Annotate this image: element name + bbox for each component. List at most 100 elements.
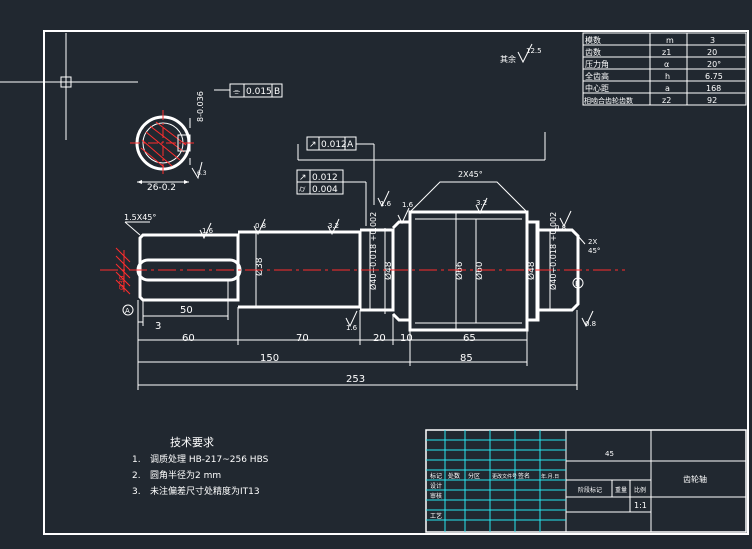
param-symbol: m — [666, 36, 674, 45]
datum-b-label: B — [575, 280, 580, 288]
roughness-value: 0.8 — [585, 320, 596, 328]
title-small-label: 重量 — [615, 486, 627, 494]
param-value: 168 — [706, 84, 721, 93]
runout-tolerance-frame-top: ↗ 0.012 A — [297, 132, 546, 205]
dim-d48-right: Ø48 — [526, 261, 537, 280]
dim-85: 85 — [460, 353, 473, 364]
roughness-value: 12.5 — [526, 47, 542, 55]
tech-item-text: 圆角半径为2 mm — [150, 469, 221, 481]
dim-d40-left: Ø40+0.018 +0.002 — [368, 212, 378, 290]
title-block: 标记 处数 分区 更改文件号 签名 年.月.日 设计 审核 工艺 45 齿轮轴 … — [425, 429, 747, 533]
roughness-value: 1.6 — [402, 201, 414, 209]
dim-d60: Ø60 — [474, 261, 485, 280]
param-value: 92 — [707, 96, 717, 105]
title-left-label: 工艺 — [430, 512, 442, 520]
dim-3: 3 — [155, 321, 161, 332]
roughness-label: 其余 — [500, 54, 516, 64]
symmetry-tolerance-frame: ⌯ 0.015 B — [214, 83, 283, 98]
diameter-dimensions: Ø38 Ø40+0.018 +0.002 Ø48 Ø66 Ø60 Ø48 Ø40… — [254, 212, 558, 330]
dim-d66: Ø66 — [454, 261, 465, 280]
tolerance-value: 0.012 — [312, 173, 338, 183]
dim-d40-right: Ø40+0.018 +0.002 — [548, 212, 558, 290]
title-row-label: 分区 — [468, 472, 480, 480]
roughness-value: 1.6 — [346, 324, 358, 332]
dim-20: 20 — [373, 333, 386, 344]
param-symbol: h — [665, 72, 670, 81]
title-small-label: 比例 — [634, 486, 646, 494]
technical-requirements: 技术要求 1. 调质处理 HB-217~256 HBS 2. 圆角半径为2 mm… — [132, 436, 269, 497]
tech-item-number: 3. — [132, 487, 141, 497]
tech-item-number: 2. — [132, 471, 141, 481]
param-symbol: α — [664, 60, 669, 69]
roughness-remaining: 其余 12.5 — [500, 43, 542, 64]
tolerance-value: 0.012 — [321, 140, 347, 150]
left-end-hatch — [115, 247, 131, 295]
title-left-label: 审核 — [430, 492, 442, 500]
title-row-label: 签名 — [518, 472, 530, 480]
runout-cylindricity-frames: ↗ 0.012 ⌭ 0.004 — [296, 169, 367, 226]
param-symbol: a — [665, 84, 670, 93]
tolerance-value: 0.004 — [312, 185, 338, 195]
dim-10: 10 — [400, 333, 413, 344]
gear-chamfer-note: 2X45° — [409, 170, 528, 213]
tech-item-text: 未注偏差尺寸处精度为IT13 — [150, 485, 260, 497]
dim-60: 60 — [182, 333, 195, 344]
param-value: 3 — [710, 36, 715, 45]
title-row-label: 年.月.日 — [541, 473, 559, 480]
title-part-name: 齿轮轴 — [683, 474, 707, 484]
section-roughness: 6.3 — [197, 170, 207, 177]
tolerance-value: 0.015 — [246, 87, 272, 97]
cylindricity-icon: ⌭ — [299, 185, 306, 195]
datum-markers: A B — [122, 277, 584, 316]
param-name: 相啮合齿轮齿数 — [584, 96, 633, 105]
length-dimensions: 3 50 60 70 20 10 65 150 85 253 — [137, 280, 578, 390]
roughness-value: 1.6 — [202, 227, 214, 235]
chamfer-note: 2X45° — [458, 170, 483, 179]
roughness-value: 3.2 — [476, 199, 487, 207]
tolerance-datum: A — [347, 140, 354, 150]
title-row-label: 更改文件号 — [492, 473, 517, 480]
runout-icon: ↗ — [309, 140, 317, 150]
runout-icon: ↗ — [299, 173, 307, 183]
symmetry-icon: ⌯ — [233, 87, 241, 97]
tech-title: 技术要求 — [170, 436, 214, 449]
param-name: 全齿高 — [585, 71, 609, 81]
section-width-dim: 26-0.2 — [147, 183, 176, 193]
drawing-frame — [43, 30, 749, 535]
param-name: 压力角 — [585, 59, 609, 69]
chamfer-note: 45° — [588, 247, 600, 255]
chamfer-note: 2X — [588, 238, 597, 246]
roughness-value: 0.8 — [555, 224, 566, 232]
tech-item-text: 调质处理 HB-217~256 HBS — [150, 453, 269, 465]
datum-a-label: A — [125, 307, 130, 315]
title-material: 45 — [605, 450, 614, 458]
gear-parameter-table: 模数 m 3 齿数 z1 20 压力角 α 20° 全齿高 h 6.75 中心距… — [582, 32, 747, 106]
roughness-value: 3.2 — [328, 222, 339, 230]
title-small-label: 阶段标记 — [578, 486, 602, 494]
dim-key-diameter: Ø30 — [118, 276, 126, 290]
dim-50: 50 — [180, 305, 193, 316]
tech-item-number: 1. — [132, 455, 141, 465]
right-chamfer-note: 2X 45° — [577, 235, 600, 255]
shaft-cross-section: 8-0.036 26-0.2 6.3 — [130, 91, 207, 193]
title-row-label: 处数 — [448, 472, 460, 480]
param-value: 20 — [707, 48, 717, 57]
chamfer-note: 1.5X45° — [124, 213, 156, 222]
param-value: 20° — [707, 60, 721, 69]
param-name: 模数 — [585, 35, 601, 45]
param-value: 6.75 — [705, 72, 723, 81]
dim-d38: Ø38 — [254, 257, 265, 276]
param-symbol: z1 — [662, 48, 671, 57]
param-name: 中心距 — [585, 83, 609, 93]
param-symbol: z2 — [662, 96, 671, 105]
title-left-label: 设计 — [430, 482, 442, 490]
dim-70: 70 — [296, 333, 309, 344]
dim-65: 65 — [463, 333, 476, 344]
roughness-value: 1.6 — [380, 200, 392, 208]
title-row-label: 标记 — [430, 472, 442, 480]
title-scale: 1:1 — [634, 501, 647, 510]
param-name: 齿数 — [585, 47, 601, 57]
tolerance-datum: B — [274, 87, 280, 97]
dim-d48-left: Ø48 — [383, 261, 394, 280]
